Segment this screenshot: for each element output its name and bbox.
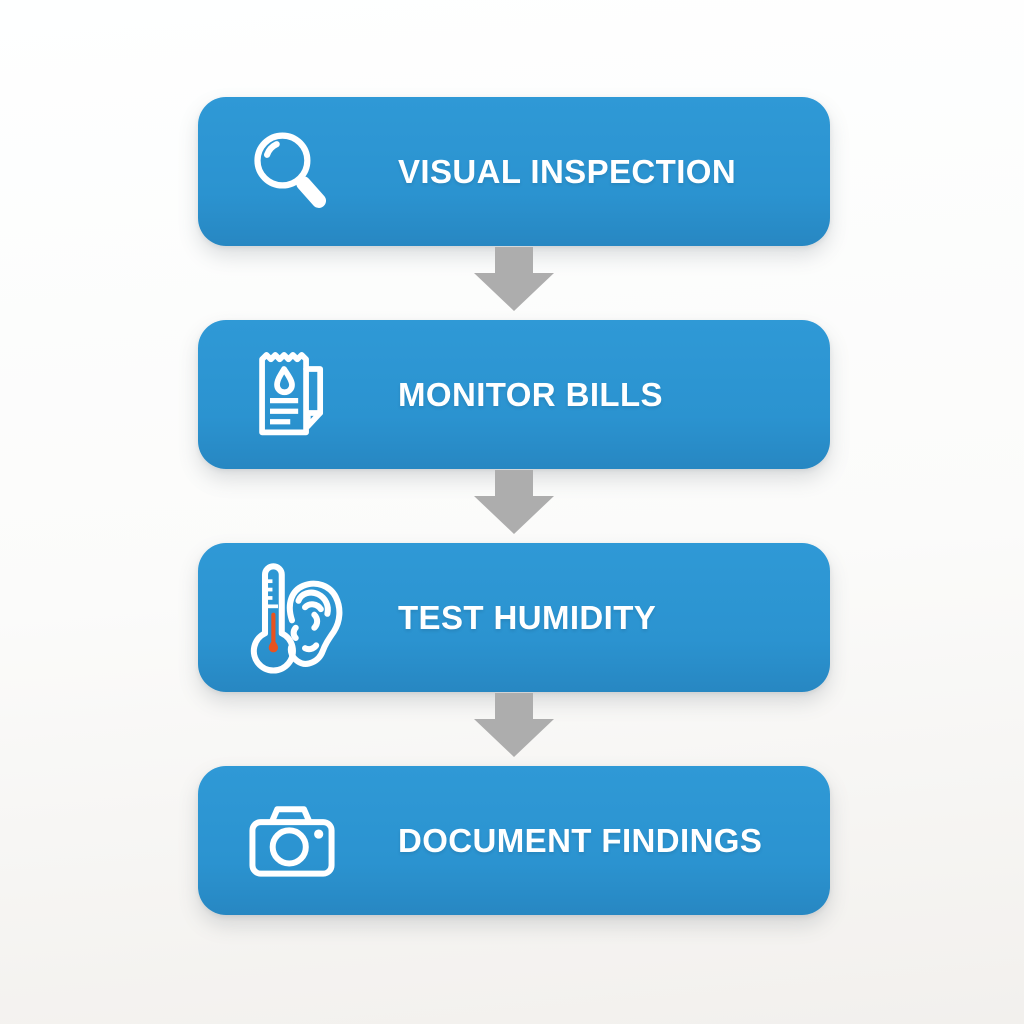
step-card-test-humidity: TEST HUMIDITY	[198, 543, 830, 692]
step-icon-slot	[236, 126, 348, 218]
connector-gap	[198, 246, 830, 320]
step-label: MONITOR BILLS	[398, 375, 663, 413]
connector-gap	[198, 692, 830, 766]
down-arrow-icon	[474, 470, 554, 534]
camera-icon	[249, 806, 335, 877]
step-icon-slot	[236, 557, 348, 678]
thermometer-ear-icon	[250, 563, 343, 674]
magnifier-icon	[254, 131, 327, 208]
step-card-visual-inspection: VISUAL INSPECTION	[198, 97, 830, 246]
step-icon-slot	[236, 799, 348, 882]
step-label: VISUAL INSPECTION	[398, 152, 737, 190]
step-card-monitor-bills: MONITOR BILLS	[198, 320, 830, 469]
down-arrow-icon	[474, 693, 554, 757]
down-arrow-icon	[474, 247, 554, 311]
step-label: DOCUMENT FINDINGS	[398, 821, 763, 859]
step-icon-slot	[236, 346, 348, 443]
water-bill-receipt-icon	[259, 352, 324, 436]
step-card-document-findings: DOCUMENT FINDINGS	[198, 766, 830, 915]
step-label: TEST HUMIDITY	[398, 598, 657, 636]
flowchart: VISUAL INSPECTION MONITOR BILLS	[198, 97, 830, 915]
connector-gap	[198, 469, 830, 543]
